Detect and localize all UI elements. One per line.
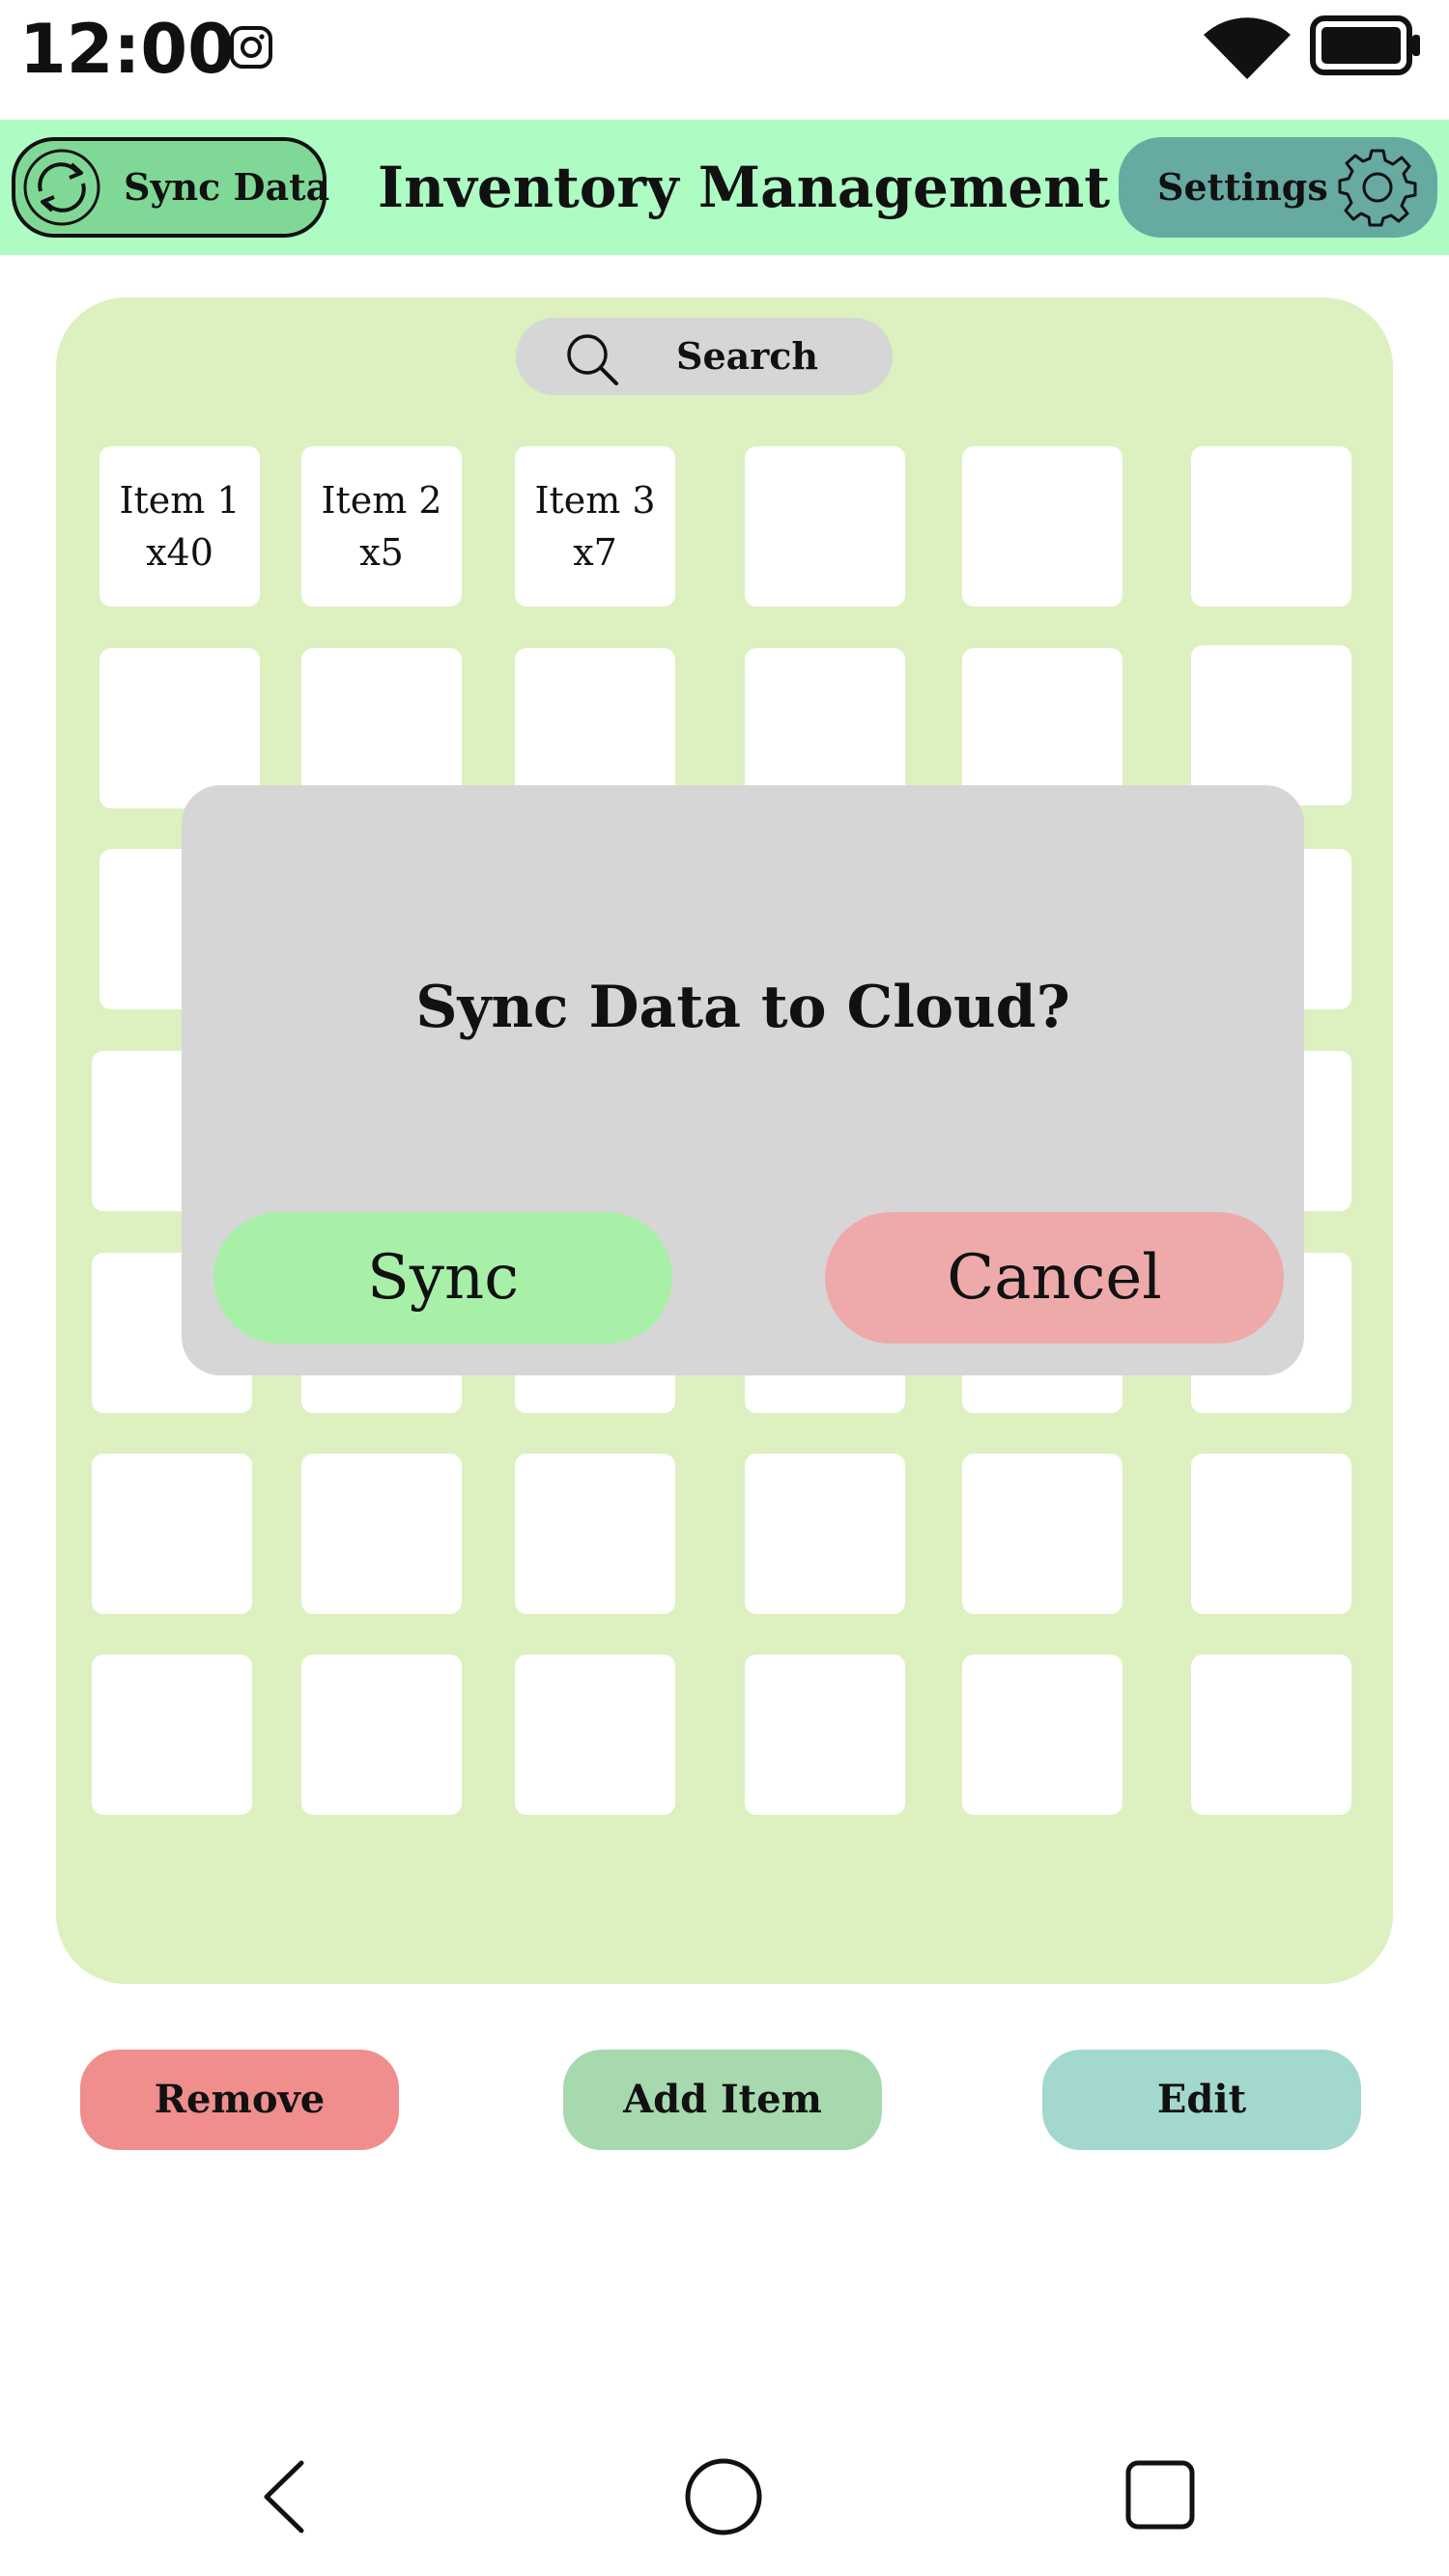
gear-icon xyxy=(1338,149,1417,227)
search-bar[interactable]: Search xyxy=(516,318,893,395)
empty-slot[interactable] xyxy=(1191,1454,1351,1614)
home-icon[interactable] xyxy=(680,2453,767,2540)
add-item-button[interactable]: Add Item xyxy=(563,2050,882,2150)
search-label: Search xyxy=(676,334,819,378)
item-count: x40 xyxy=(146,531,213,574)
empty-slot[interactable] xyxy=(92,1454,252,1614)
empty-slot[interactable] xyxy=(1191,645,1351,806)
recent-apps-icon[interactable] xyxy=(1119,2453,1206,2540)
status-bar: 12:00 xyxy=(0,0,1449,120)
empty-slot[interactable] xyxy=(745,446,905,607)
battery-icon xyxy=(1310,15,1420,75)
back-icon[interactable] xyxy=(242,2453,328,2540)
item-name: Item 1 xyxy=(119,479,241,522)
item-name: Item 2 xyxy=(321,479,442,522)
app-header: Sync Data Inventory Management Settings xyxy=(0,120,1449,255)
inventory-item-1[interactable]: Item 1 x40 xyxy=(99,446,260,607)
empty-slot[interactable] xyxy=(515,1454,675,1614)
camera-icon xyxy=(230,26,272,69)
item-count: x5 xyxy=(359,531,404,574)
page-title: Inventory Management xyxy=(377,155,1111,220)
empty-slot[interactable] xyxy=(745,648,905,808)
wifi-icon xyxy=(1204,17,1291,79)
sync-data-label: Sync Data xyxy=(124,165,330,209)
empty-slot[interactable] xyxy=(301,648,462,808)
empty-slot[interactable] xyxy=(301,1454,462,1614)
empty-slot[interactable] xyxy=(962,648,1122,808)
sync-dialog: Sync Data to Cloud? Sync Cancel xyxy=(182,785,1304,1375)
status-time: 12:00 xyxy=(19,10,235,89)
empty-slot[interactable] xyxy=(515,1655,675,1815)
empty-slot[interactable] xyxy=(962,1454,1122,1614)
remove-button[interactable]: Remove xyxy=(80,2050,399,2150)
dialog-cancel-button[interactable]: Cancel xyxy=(825,1212,1284,1344)
inventory-item-3[interactable]: Item 3 x7 xyxy=(515,446,675,607)
inventory-item-2[interactable]: Item 2 x5 xyxy=(301,446,462,607)
empty-slot[interactable] xyxy=(92,1655,252,1815)
empty-slot[interactable] xyxy=(745,1655,905,1815)
refresh-icon xyxy=(23,149,100,226)
dialog-sync-button[interactable]: Sync xyxy=(213,1212,672,1344)
empty-slot[interactable] xyxy=(515,648,675,808)
item-name: Item 3 xyxy=(534,479,656,522)
search-icon xyxy=(567,334,618,385)
dialog-title: Sync Data to Cloud? xyxy=(415,974,1070,1041)
empty-slot[interactable] xyxy=(1191,446,1351,607)
empty-slot[interactable] xyxy=(962,1655,1122,1815)
sync-data-button[interactable]: Sync Data xyxy=(12,137,330,238)
empty-slot[interactable] xyxy=(745,1454,905,1614)
settings-button[interactable]: Settings xyxy=(1119,137,1437,238)
empty-slot[interactable] xyxy=(962,446,1122,607)
empty-slot[interactable] xyxy=(1191,1655,1351,1815)
empty-slot[interactable] xyxy=(99,648,260,808)
edit-button[interactable]: Edit xyxy=(1042,2050,1361,2150)
item-count: x7 xyxy=(573,531,617,574)
empty-slot[interactable] xyxy=(301,1655,462,1815)
settings-label: Settings xyxy=(1157,165,1328,209)
